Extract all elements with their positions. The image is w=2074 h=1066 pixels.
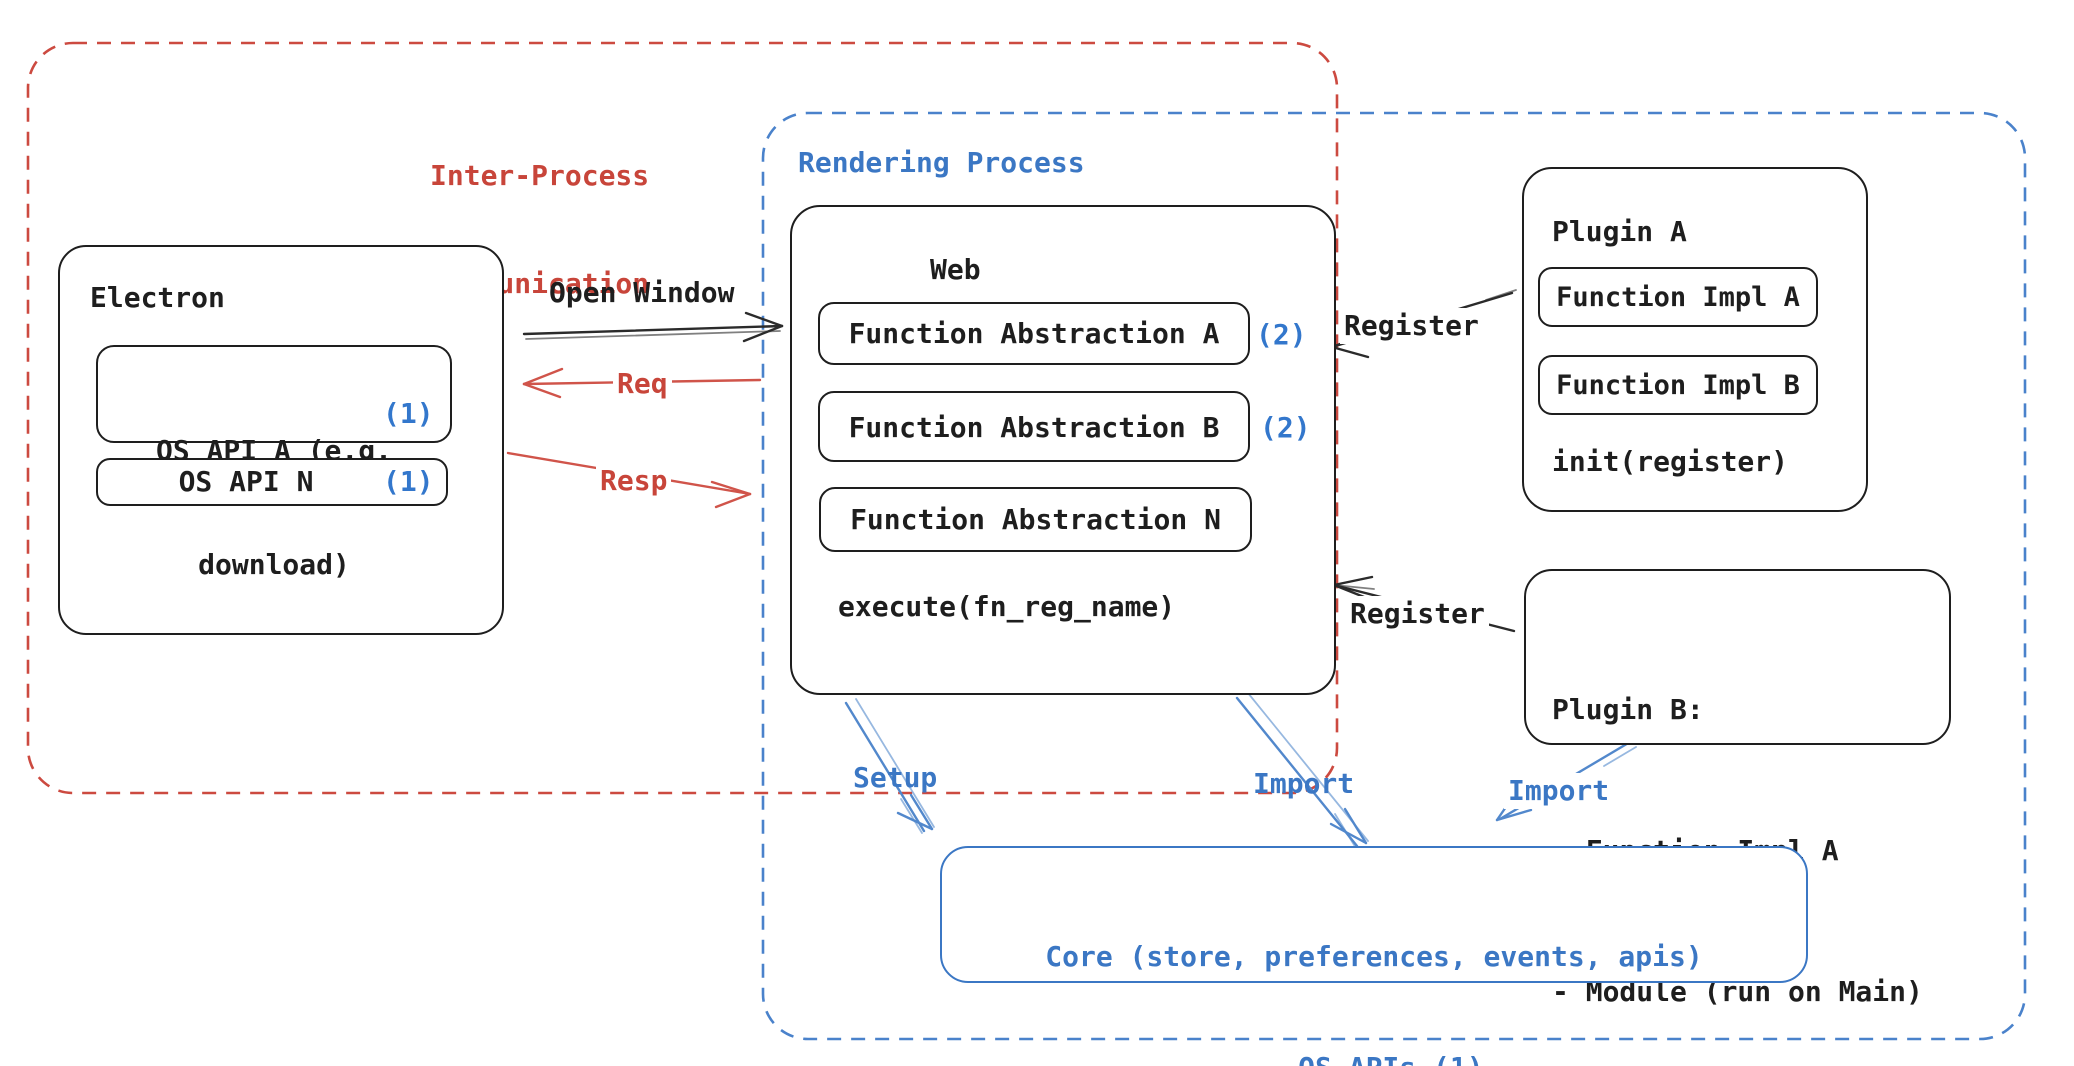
plugin-a-node [1522,167,1868,512]
resp-arrow-label: Resp [596,463,672,499]
function-impl-a-label: Function Impl A [1556,282,1800,313]
os-api-n-node [96,458,448,506]
function-abstraction-b-label: Function Abstraction B [848,411,1220,444]
core-node [940,846,1808,983]
open-window-arrow-label: Open Window [549,276,735,309]
register-a-arrow-label: Register [1340,308,1483,344]
function-abstraction-b-node [818,391,1250,462]
web-title: Web [930,253,981,286]
function-abstraction-a-node [818,302,1250,365]
function-abstraction-a-badge: (2) [1256,318,1307,351]
function-abstraction-n-label: Function Abstraction N [850,503,1221,536]
core-label: Core (store, preferences, events, apis) … [940,864,1808,1066]
electron-title: Electron [90,281,225,314]
ipc-region-label-line1: Inter-Process [430,159,650,192]
plugin-b-node [1524,569,1951,745]
import-web-arrow-label: Import [1253,767,1355,800]
core-label-line2: - OS APIs (1) [940,1049,1808,1066]
req-arrow-label: Req [613,366,672,402]
os-api-a-label-line2: download) [198,548,350,581]
os-api-n-badge: (1) [383,465,434,498]
os-api-a-node [96,345,452,443]
rendering-region-label: Rendering Process [798,146,1085,179]
core-label-line1: Core (store, preferences, events, apis) [1045,940,1703,973]
os-api-n-label: OS API N [178,465,314,498]
function-abstraction-b-badge: (2) [1260,411,1311,444]
function-impl-b-label: Function Impl B [1556,370,1800,401]
plugin-a-init-label: init(register) [1552,445,1789,478]
setup-arrow-label: Setup [853,761,938,794]
function-abstraction-a-label: Function Abstraction A [848,317,1220,350]
import-plugin-arrow-label: Import [1504,773,1614,809]
os-api-a-badge: (1) [383,397,434,430]
function-impl-a-node [1538,267,1818,327]
function-abstraction-n-node [819,487,1252,552]
register-b-arrow-label: Register [1346,596,1489,632]
plugin-b-label-line1: Plugin B: [1552,693,1704,726]
plugin-a-title: Plugin A [1552,215,1687,248]
os-api-a-label: OS API A (e.g. download) [96,356,452,660]
function-impl-b-node [1538,355,1818,415]
web-execute-label: execute(fn_reg_name) [838,590,1176,623]
